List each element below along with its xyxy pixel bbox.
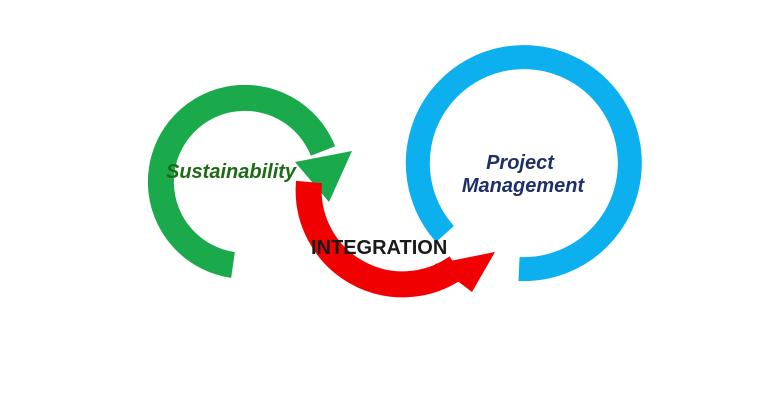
project-management-label-line1: Project: [486, 152, 554, 174]
project-management-ring: [405, 45, 642, 282]
integration-ring: [295, 180, 465, 298]
sustainability-label: Sustainability: [166, 161, 297, 183]
sustainability-arrowhead: [295, 151, 352, 202]
integration-arrowhead: [435, 252, 495, 292]
project-management-label-line2: Management: [461, 175, 585, 197]
integration-label: INTEGRATION: [311, 237, 448, 259]
project-management-label: Project Management: [448, 152, 598, 198]
sustainability-ring: [147, 84, 336, 278]
